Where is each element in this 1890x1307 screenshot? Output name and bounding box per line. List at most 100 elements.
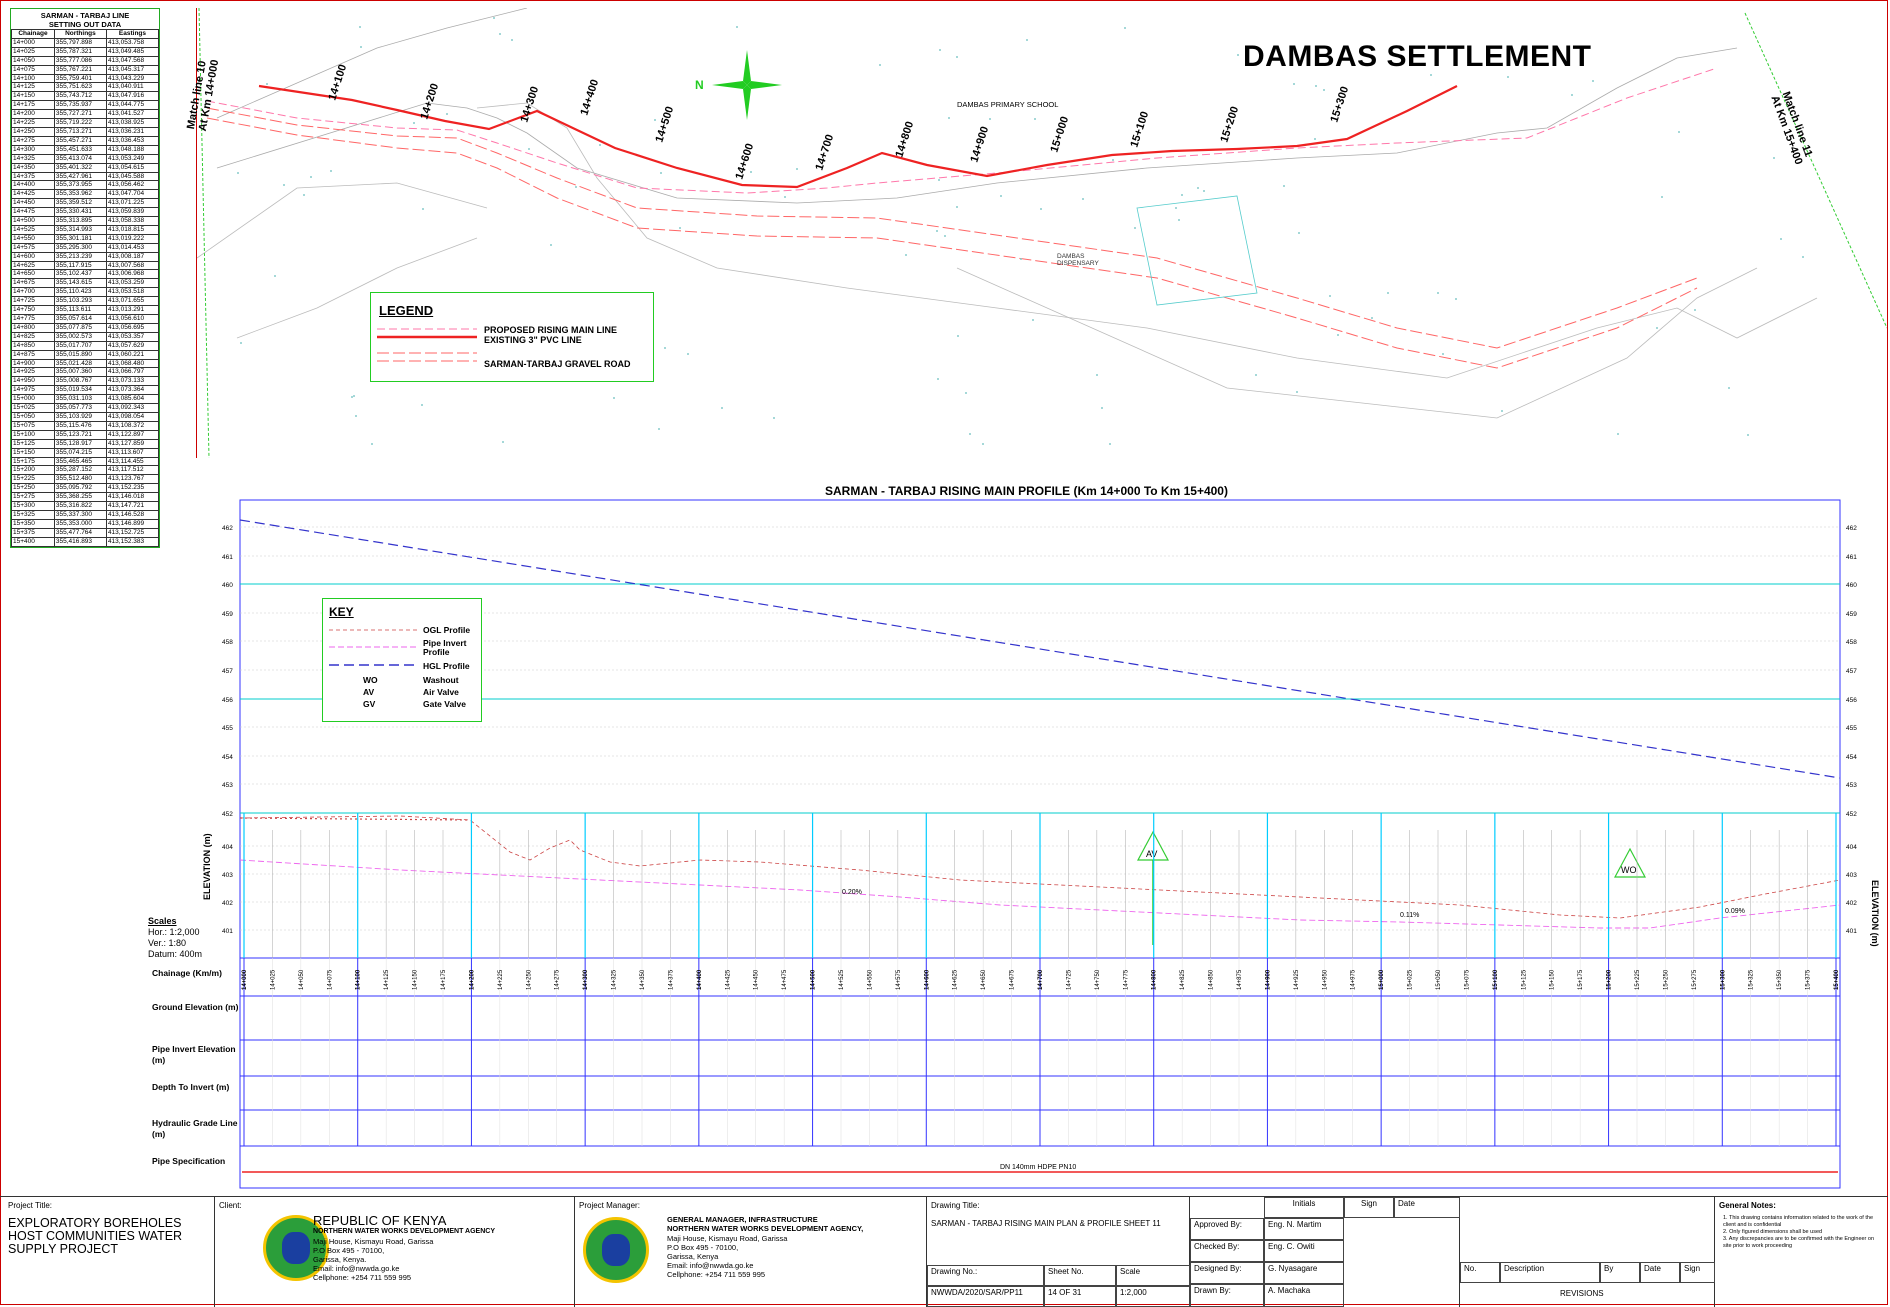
profile-chainage-label: 14+175 [441,969,447,990]
client-agency: NORTHERN WATER WORKS DEVELOPMENT AGENCY [313,1228,496,1235]
profile-chainage-label: 15+075 [1464,969,1470,990]
hgl-tick-label: 458 [1846,639,1857,646]
setting-out-cell: 413,019.222 [105,233,160,244]
profile-chainage-label: 14+450 [754,969,760,990]
slope-label: 0.09% [1725,908,1745,915]
dispensary-outline [1136,195,1258,306]
hgl-tick-label: 461 [1846,554,1857,561]
profile-chainage-label: 14+550 [867,969,873,990]
row-label-chainage: Chainage (Km/m) [152,968,222,978]
setting-out-cell: 413,048.188 [105,144,160,155]
profile-chainage-label: 14+525 [839,969,845,990]
pm-name: GENERAL MANAGER, INFRASTRUCTURE [667,1215,818,1224]
setting-out-cell: 413,045.588 [105,171,160,182]
profile-chainage-label: 15+250 [1663,969,1669,990]
legend-swatches [377,328,477,362]
ground-tick-label: 404 [1846,844,1857,851]
terrain-line [236,237,478,339]
sheet-no: 14 OF 31 [1044,1286,1116,1307]
project-title-cell: Project Title: EXPLORATORY BOREHOLES HOS… [0,1197,215,1307]
profile-chainage-label: 14+750 [1095,969,1101,990]
profile-chainage-label: 14+275 [555,969,561,990]
y-axis-label-right: ELEVATION (m) [1870,880,1880,947]
profile-chainage-label: 14+250 [526,969,532,990]
profile-chainage-label: 14+200 [469,969,475,990]
revisions-label: REVISIONS [1560,1289,1604,1298]
profile-chainage-label: 14+925 [1294,969,1300,990]
profile-chainage-label: 14+325 [612,969,618,990]
pm-agency: NORTHERN WATER WORKS DEVELOPMENT AGENCY, [667,1224,864,1233]
profile-chainage-label: 14+625 [953,969,959,990]
profile-chainage-label: 14+375 [668,969,674,990]
profile-chainage-label: 14+475 [782,969,788,990]
setting-out-cell: 413,146.899 [105,518,160,529]
pipe-invert-profile-line [239,859,1841,929]
profile-chainage-label: 14+800 [1152,969,1158,990]
profile-chainage-label: 15+350 [1777,969,1783,990]
general-notes-cell: General Notes: 1. This drawing contains … [1715,1197,1888,1307]
drawing-title: SARMAN - TARBAJ RISING MAIN PLAN & PROFI… [931,1219,1161,1228]
profile-chainage-label: 14+700 [1038,969,1044,990]
hgl-tick-label: 452 [1846,811,1857,818]
setting-out-cell: 413,071.225 [105,198,160,209]
key-hgl: HGL Profile [423,661,470,671]
key-av: Air Valve [423,687,459,697]
terrain-line [216,7,528,119]
setting-out-cell: 413,054.615 [105,162,160,173]
pipe-spec-label: DN 140mm HDPE PN10 [1000,1164,1076,1171]
washout-label: WO [1621,865,1637,875]
hgl-tick-label: 453 [1846,782,1857,789]
setting-out-cell: 413,053.758 [105,37,160,48]
project-manager-cell: Project Manager: GENERAL MANAGER, INFRAS… [575,1197,927,1307]
drawing-no: NWWDA/2020/SAR/PP11 [927,1286,1044,1307]
profile-chainage-label: 14+875 [1237,969,1243,990]
profile-chainage-label: 14+300 [583,969,589,990]
terrain-line [196,182,488,259]
hgl-profile-line [239,519,1841,779]
gravel-road-edge [206,117,1698,369]
hgl-tick-label: 457 [222,668,233,675]
setting-out-cell: 413,152.725 [105,527,160,538]
profile-chainage-label: 14+675 [1010,969,1016,990]
hgl-tick-label: 455 [1846,725,1857,732]
hgl-tick-label: 461 [222,554,233,561]
profile-chainage-label: 14+350 [640,969,646,990]
client-name: REPUBLIC OF KENYA [313,1213,447,1228]
setting-out-cell: 413,049.485 [105,46,160,57]
approvals-cell: Initials Sign Date Approved By: Eng. N. … [1190,1197,1460,1307]
gravel-road-edge [206,107,1698,349]
ground-tick-label: 402 [222,900,233,907]
washout-marker-icon [1613,847,1647,878]
svg-text:N: N [695,78,704,92]
setting-out-cell: 413,058.338 [105,216,160,226]
air-valve-label: AV [1146,849,1157,859]
profile-chainage-label: 15+325 [1749,969,1755,990]
setting-out-cell: 413,146.528 [105,509,160,520]
hgl-tick-label: 456 [222,697,233,704]
profile-chainage-label: 15+275 [1692,969,1698,990]
key-swatches [329,629,419,666]
setting-out-cell: 413,036.231 [105,126,160,137]
legend-existing: EXISTING 3" PVC LINE [484,335,582,345]
profile-chainage-label: 14+100 [356,969,362,990]
drawing-title-cell: Drawing Title: SARMAN - TARBAJ RISING MA… [927,1197,1190,1307]
profile-chainage-label: 14+025 [270,969,276,990]
terrain-line [956,267,1758,419]
key-wo-abbr: WO [363,675,378,685]
north-arrow-icon: N [695,50,782,120]
profile-chainage-label: 14+825 [1180,969,1186,990]
slope-label: 0.20% [842,889,862,896]
